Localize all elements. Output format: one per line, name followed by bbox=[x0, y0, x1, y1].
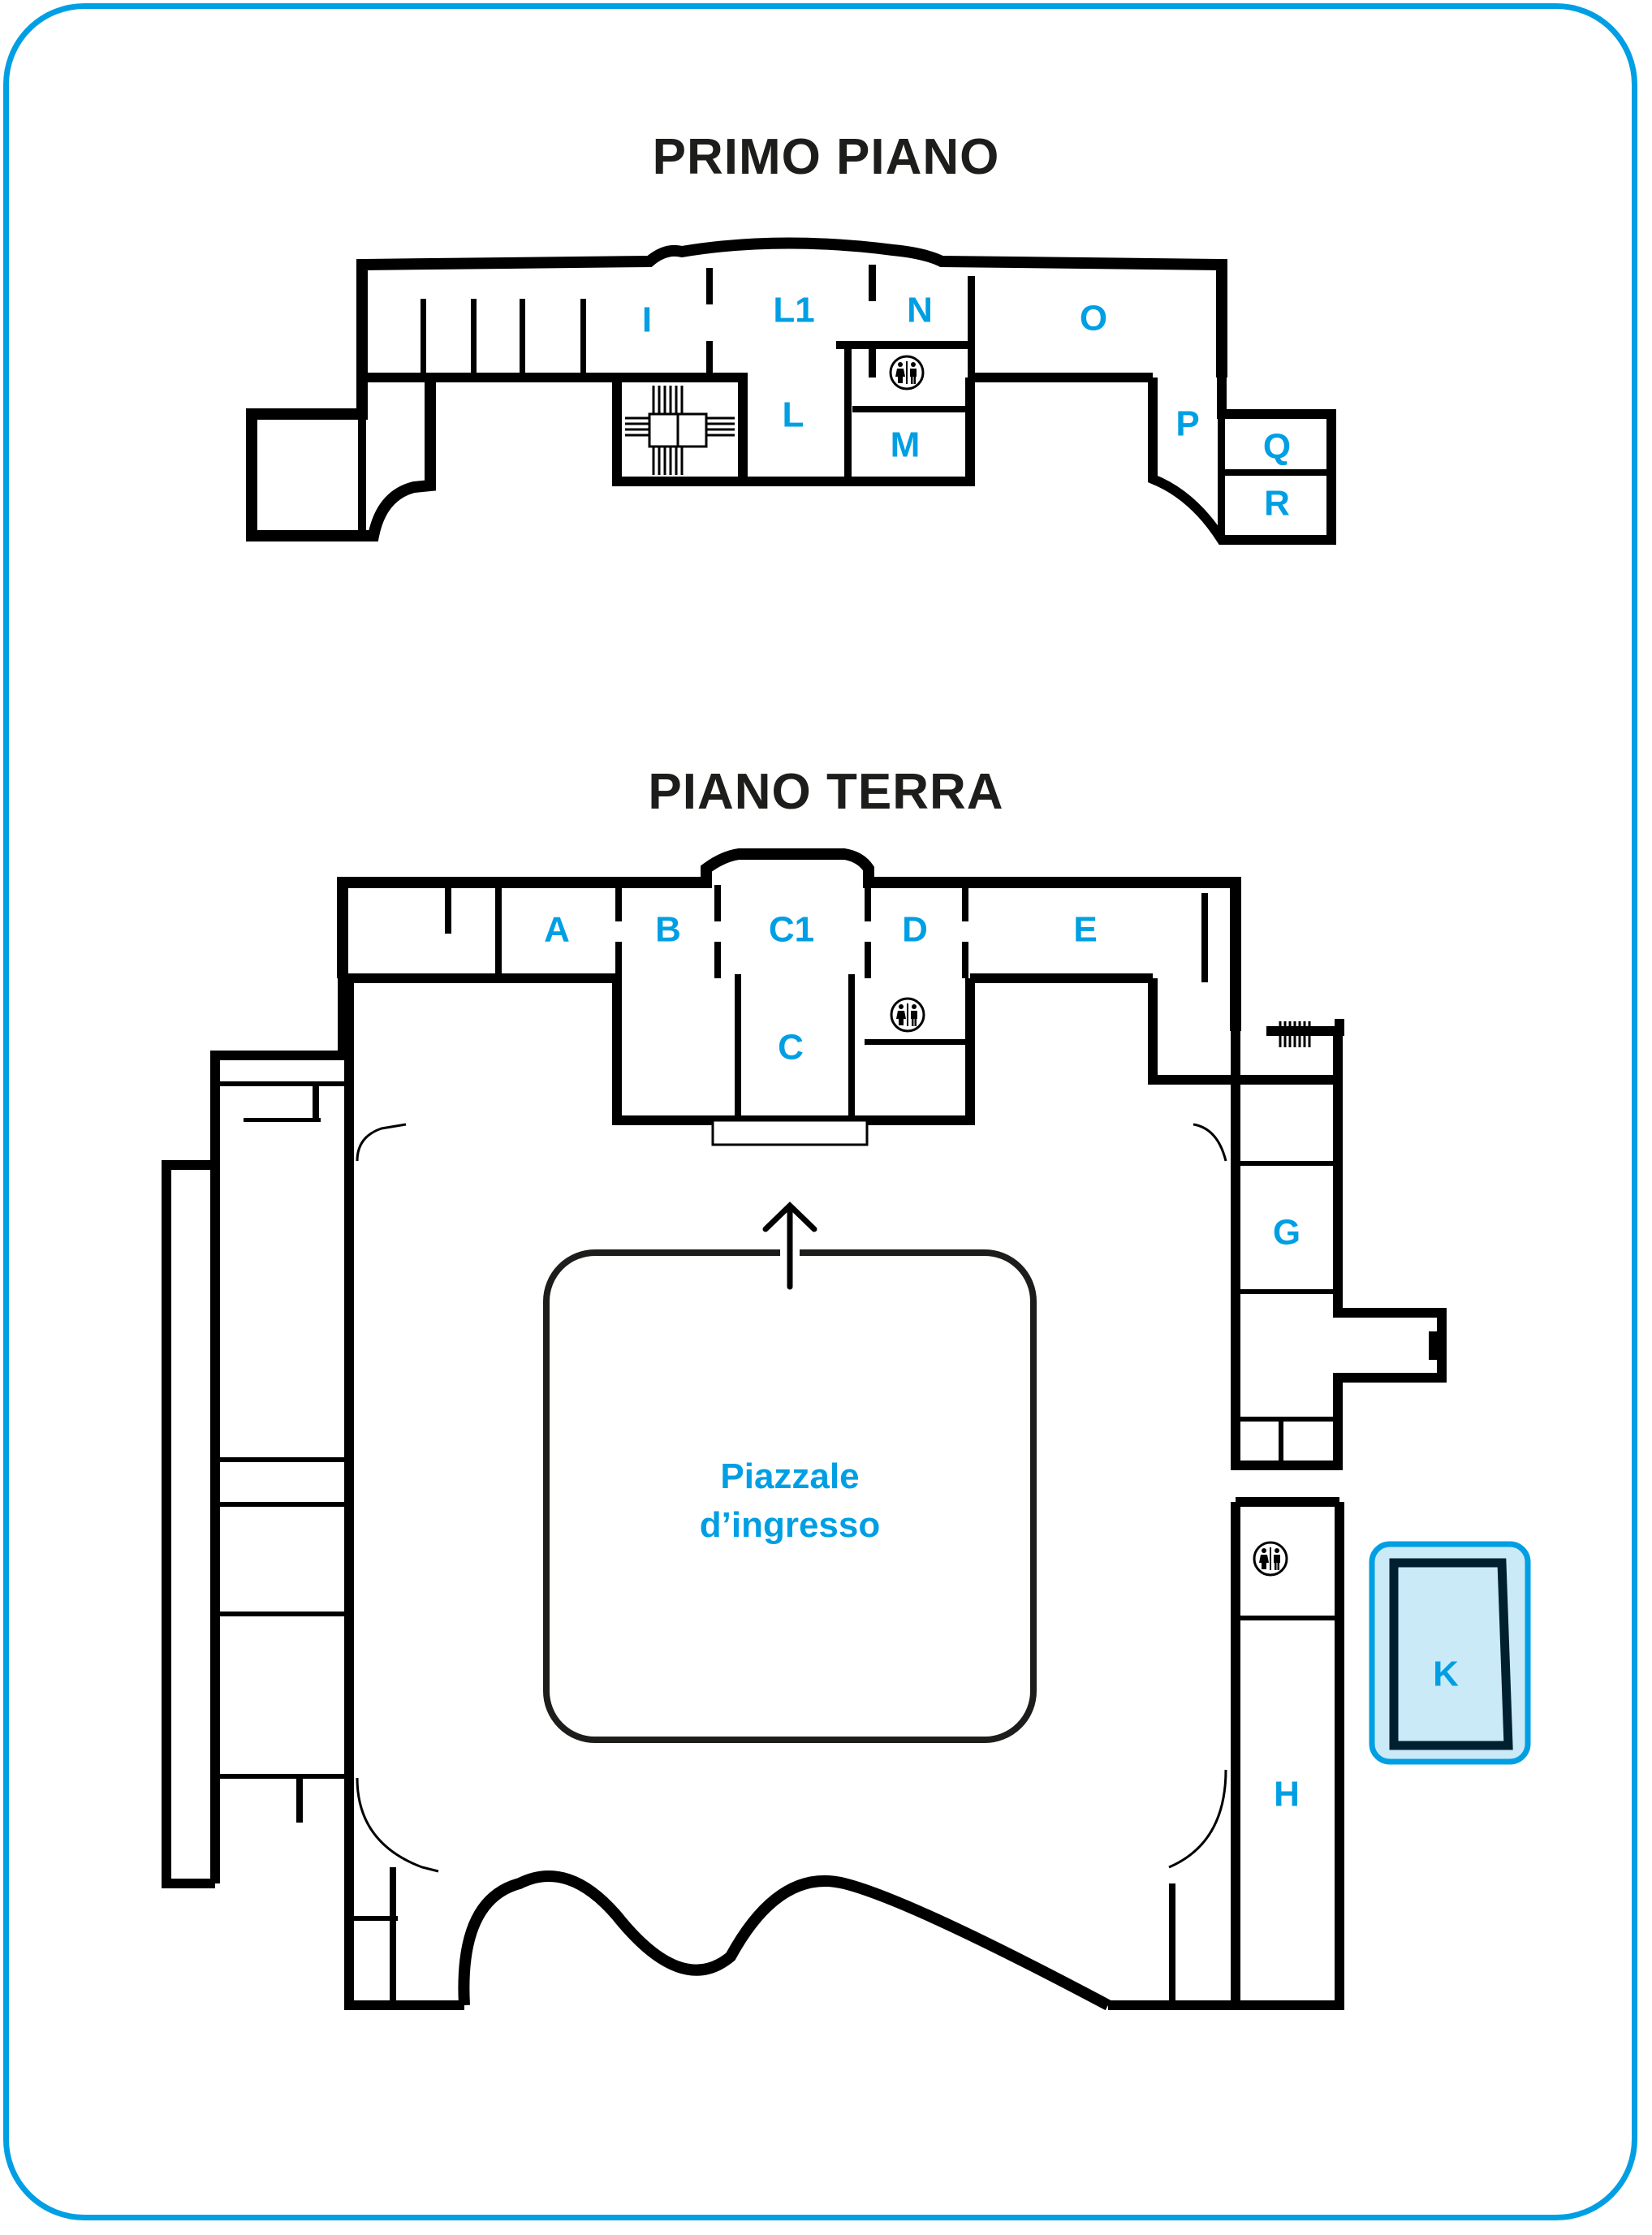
room-label-C1[interactable]: C1 bbox=[769, 910, 814, 950]
ground-floor-title: PIANO TERRA bbox=[648, 764, 1004, 820]
right-annex-wall bbox=[1148, 378, 1336, 545]
first-floor-outer-wall bbox=[356, 237, 1227, 378]
room-label-B[interactable]: B bbox=[655, 910, 681, 950]
left-annex-wall bbox=[246, 378, 436, 541]
restroom-icon bbox=[889, 355, 925, 390]
wall bbox=[844, 345, 852, 483]
room-label-L1[interactable]: L1 bbox=[773, 291, 814, 330]
entrance-arrow-icon bbox=[762, 1202, 817, 1290]
first-floor-plan: I L1 N O L M P Q R bbox=[246, 237, 1336, 545]
room-label-E[interactable]: E bbox=[1073, 910, 1097, 950]
courtyard-inner-edge bbox=[356, 1123, 1227, 1873]
courtyard-curved-wall bbox=[458, 1870, 1111, 2011]
ground-floor-plan: A B C1 D E C G H K Piazzale d’ingresso bbox=[162, 848, 1531, 2011]
right-wing-wall bbox=[1231, 1031, 1447, 1470]
partition-walls bbox=[215, 1081, 349, 1823]
room-label-N[interactable]: N bbox=[907, 291, 933, 330]
wall bbox=[1231, 1497, 1339, 2005]
courtyard-outline bbox=[543, 1249, 1037, 1743]
wall bbox=[743, 378, 975, 486]
room-label-C[interactable]: C bbox=[778, 1028, 804, 1068]
partition-walls bbox=[421, 265, 975, 382]
room-label-D[interactable]: D bbox=[902, 910, 928, 950]
wall bbox=[735, 974, 741, 1120]
room-label-G[interactable]: G bbox=[1273, 1213, 1300, 1253]
first-floor-title: PRIMO PIANO bbox=[652, 129, 1000, 185]
wall bbox=[848, 974, 855, 1120]
room-label-O[interactable]: O bbox=[1080, 299, 1107, 339]
room-label-L[interactable]: L bbox=[783, 395, 804, 435]
wall bbox=[865, 1039, 970, 1045]
partition-walls bbox=[445, 885, 1208, 982]
courtyard-label-line2[interactable]: d’ingresso bbox=[700, 1505, 881, 1545]
stair-block bbox=[612, 373, 748, 486]
room-label-R[interactable]: R bbox=[1264, 484, 1290, 524]
room-K-highlight[interactable] bbox=[1369, 1541, 1531, 1765]
courtyard-label-line1[interactable]: Piazzale bbox=[720, 1456, 859, 1496]
room-label-H[interactable]: H bbox=[1274, 1775, 1300, 1814]
ground-floor-outer-wall bbox=[337, 848, 1241, 1031]
restroom-icon bbox=[1253, 1541, 1288, 1577]
room-label-I[interactable]: I bbox=[642, 300, 652, 340]
wall bbox=[344, 1883, 464, 2010]
map-frame bbox=[3, 3, 1637, 2220]
staircase-icon bbox=[625, 386, 735, 475]
entrance-porch bbox=[711, 1119, 869, 1146]
room-label-A[interactable]: A bbox=[544, 910, 570, 950]
wall bbox=[1222, 469, 1331, 476]
staircase-icon bbox=[1279, 1021, 1311, 1047]
room-label-Q[interactable]: Q bbox=[1263, 427, 1291, 467]
restroom-icon bbox=[890, 997, 925, 1033]
wall bbox=[852, 406, 970, 412]
wall bbox=[1236, 1616, 1339, 1620]
room-label-M[interactable]: M bbox=[891, 425, 921, 465]
partition-walls bbox=[1236, 1161, 1442, 1465]
wall bbox=[1108, 1502, 1344, 2010]
wall bbox=[1148, 978, 1344, 1085]
partition-walls bbox=[349, 1867, 1175, 2005]
room-label-P[interactable]: P bbox=[1175, 404, 1199, 444]
wall bbox=[1218, 414, 1225, 540]
room-label-K[interactable]: K bbox=[1433, 1655, 1459, 1694]
